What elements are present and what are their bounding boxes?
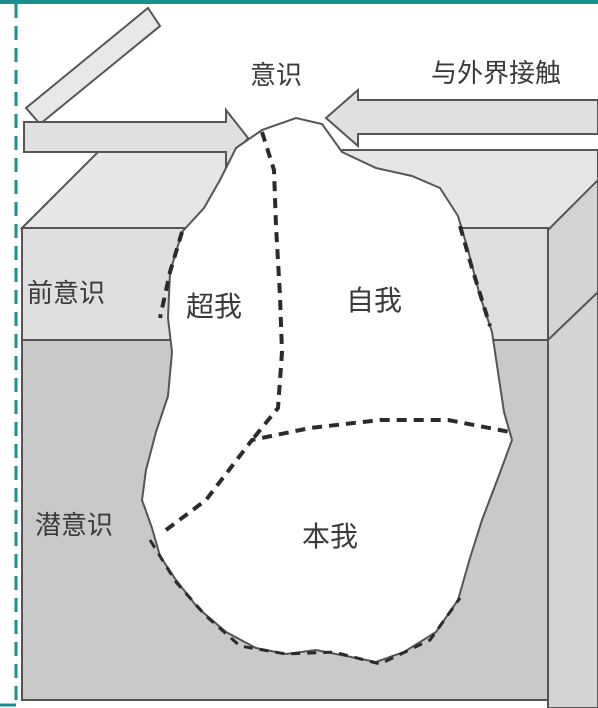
dashed-superego-ego-divider	[250, 131, 285, 442]
iceberg-body	[140, 116, 514, 664]
label-superego: 超我	[186, 290, 242, 323]
label-ego: 自我	[346, 284, 402, 317]
label-consciousness: 意识	[250, 61, 302, 91]
label-unconscious: 潜意识	[35, 511, 113, 541]
dashed-left-boundary	[158, 231, 184, 319]
label-preconscious: 前意识	[27, 279, 105, 309]
dashed-id-bottom-outline	[148, 539, 462, 666]
left-diagonal-arrow	[24, 6, 162, 126]
block-side-face	[547, 178, 598, 708]
dashed-ego-id-divider	[164, 418, 511, 532]
dashed-right-boundary	[458, 225, 492, 327]
side-face-band-edge	[547, 291, 598, 341]
external-contact-arrow	[324, 87, 598, 149]
label-external-contact: 与外界接触	[431, 59, 561, 89]
label-id: 本我	[302, 520, 358, 553]
